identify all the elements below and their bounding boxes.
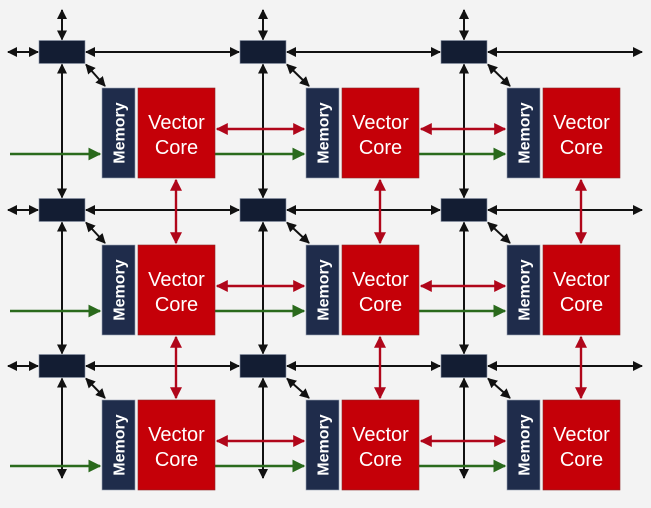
- vector-core-label-line2: Core: [560, 449, 603, 471]
- router-memory-link: [487, 63, 511, 87]
- router-memory-link: [85, 63, 106, 87]
- vector-core-block: [137, 399, 216, 491]
- memory-block: [101, 399, 136, 491]
- router-node: [239, 198, 287, 222]
- memory-block: [305, 244, 340, 336]
- memory-label: Memory: [517, 259, 534, 320]
- memory-block: [506, 244, 541, 336]
- router-node: [38, 354, 86, 378]
- router-memory-link: [286, 377, 310, 399]
- router-node: [239, 354, 287, 378]
- router-memory-link: [487, 377, 511, 399]
- vector-core-label-line2: Core: [359, 449, 402, 471]
- vector-core-block: [542, 399, 621, 491]
- vector-core-label-line2: Core: [560, 137, 603, 159]
- vector-core-label-line2: Core: [155, 294, 198, 316]
- vector-core-block: [341, 399, 420, 491]
- memory-label: Memory: [112, 259, 129, 320]
- memory-label: Memory: [517, 414, 534, 475]
- memory-block: [305, 87, 340, 179]
- router-node: [38, 198, 86, 222]
- router-memory-link: [487, 221, 511, 244]
- vector-core-block: [341, 87, 420, 179]
- router-node: [440, 354, 488, 378]
- vector-core-block: [542, 87, 621, 179]
- router-memory-link: [85, 377, 106, 399]
- router-node: [440, 40, 488, 64]
- memory-block: [101, 87, 136, 179]
- vector-core-label-line2: Core: [155, 449, 198, 471]
- vector-core-label-line1: Vector: [352, 112, 409, 134]
- vector-core-label-line1: Vector: [553, 112, 610, 134]
- memory-label: Memory: [112, 102, 129, 163]
- memory-label: Memory: [316, 102, 333, 163]
- memory-label: Memory: [517, 102, 534, 163]
- vector-core-block: [137, 87, 216, 179]
- vector-core-block: [542, 244, 621, 336]
- router-node: [38, 40, 86, 64]
- router-memory-link: [85, 221, 106, 244]
- vector-core-label-line2: Core: [359, 294, 402, 316]
- vector-core-label-line1: Vector: [148, 269, 205, 291]
- router-node: [440, 198, 488, 222]
- vector-core-label-line1: Vector: [352, 424, 409, 446]
- vector-core-label-line1: Vector: [148, 424, 205, 446]
- memory-label: Memory: [316, 414, 333, 475]
- vector-core-block: [137, 244, 216, 336]
- memory-block: [506, 87, 541, 179]
- vector-core-label-line1: Vector: [352, 269, 409, 291]
- memory-block: [305, 399, 340, 491]
- vector-core-block: [341, 244, 420, 336]
- memory-label: Memory: [112, 414, 129, 475]
- vector-core-label-line1: Vector: [553, 424, 610, 446]
- vector-core-label-line2: Core: [359, 137, 402, 159]
- memory-label: Memory: [316, 259, 333, 320]
- vector-core-label-line1: Vector: [553, 269, 610, 291]
- links-layer: [7, 8, 643, 479]
- vector-core-label-line2: Core: [155, 137, 198, 159]
- vector-core-label-line2: Core: [560, 294, 603, 316]
- memory-block: [506, 399, 541, 491]
- router-memory-link: [286, 221, 310, 244]
- memory-block: [101, 244, 136, 336]
- router-memory-link: [286, 63, 310, 87]
- vector-core-label-line1: Vector: [148, 112, 205, 134]
- router-node: [239, 40, 287, 64]
